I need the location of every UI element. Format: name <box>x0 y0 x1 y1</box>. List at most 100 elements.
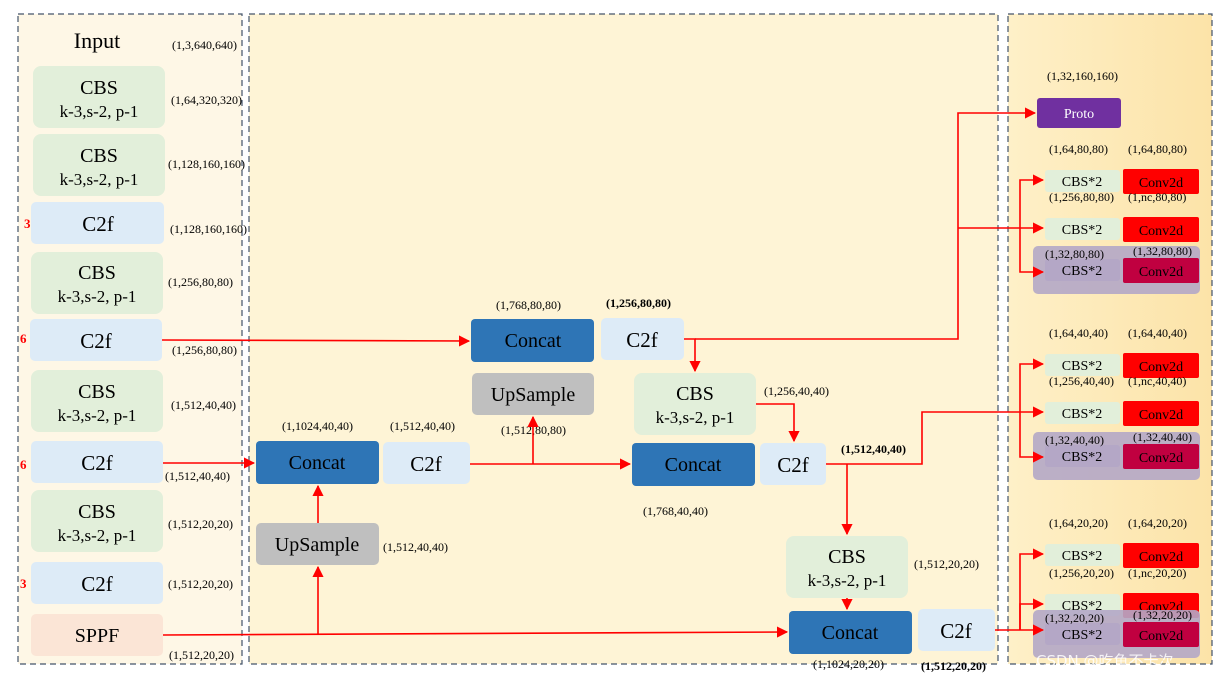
svg-text:C2f: C2f <box>410 452 442 476</box>
backbone-c2f-3-shape: (1,512,40,40) <box>165 469 230 483</box>
neck-cbs-1-shape: (1,256,40,40) <box>764 384 829 398</box>
head-conv2d-box <box>1123 622 1199 647</box>
svg-text:CBS: CBS <box>78 501 116 523</box>
head-cbs-shape: (1,32,20,20) <box>1045 611 1104 625</box>
head-cbs-shape: (1,64,40,40) <box>1049 326 1108 340</box>
arrow-cbs1-to-concat3 <box>756 403 800 443</box>
svg-text:CBS: CBS <box>828 546 866 568</box>
head-cbs-label: CBS*2 <box>1062 628 1102 643</box>
head-group-1-row-2: CBS*2 Conv2d (1,256,80,80) (1,nc,80,80) <box>1045 190 1199 242</box>
backbone-sppf: SPPF <box>31 614 163 656</box>
neck-c2f-1: C2f <box>383 442 470 484</box>
svg-text:UpSample: UpSample <box>275 534 360 556</box>
head-conv2d-shape: (1,64,20,20) <box>1128 516 1187 530</box>
svg-text:CBS: CBS <box>78 262 116 284</box>
head-cbs-box <box>1045 445 1120 467</box>
neck-cbs-2-shape: (1,512,20,20) <box>914 557 979 571</box>
head-conv2d-label: Conv2d <box>1139 224 1183 239</box>
head-cbs-box <box>1045 402 1120 424</box>
svg-text:k-3,s-2, p-1: k-3,s-2, p-1 <box>58 287 137 306</box>
neck-c2f-3-shape: (1,512,40,40) <box>841 442 906 456</box>
head-conv2d-shape: (1,64,40,40) <box>1128 326 1187 340</box>
backbone-c2f-4: C2f <box>31 562 163 604</box>
head-cbs-box <box>1045 354 1120 376</box>
head-conv2d-shape: (1,nc,80,80) <box>1128 190 1186 204</box>
backbone-c2f-1: C2f <box>31 202 164 244</box>
backbone-cbs-1-shape: (1,64,320,320) <box>171 93 242 107</box>
neck-concat-4-shape: (1,1024,20,20) <box>813 657 884 671</box>
head-conv2d-box <box>1123 543 1199 568</box>
svg-text:k-3,s-2, p-1: k-3,s-2, p-1 <box>808 571 887 590</box>
arrow-group2-bot <box>1019 412 1045 463</box>
head-cbs-label: CBS*2 <box>1062 175 1102 190</box>
backbone-cbs-1: CBS k-3,s-2, p-1 <box>33 66 165 128</box>
head-cbs-label: CBS*2 <box>1062 264 1102 279</box>
svg-text:Concat: Concat <box>665 454 722 476</box>
svg-text:Concat: Concat <box>289 452 346 474</box>
neck-upsample-1: UpSample <box>256 523 379 565</box>
watermark: CSDN @吃鱼不卡次 <box>1036 652 1174 670</box>
backbone-c2f-3-repeat: 6 <box>20 457 27 472</box>
svg-text:C2f: C2f <box>940 619 972 643</box>
backbone-cbs-4-shape: (1,512,40,40) <box>171 398 236 412</box>
head-conv2d-shape: (1,32,40,40) <box>1133 430 1192 444</box>
neck-concat-2: Concat <box>471 319 594 362</box>
head-conv2d-shape: (1,32,20,20) <box>1133 608 1192 622</box>
neck-upsample-2: UpSample <box>472 373 594 415</box>
svg-text:UpSample: UpSample <box>491 384 576 406</box>
head-cbs-box <box>1045 170 1120 192</box>
backbone-c2f-1-repeat: 3 <box>24 216 31 231</box>
svg-text:SPPF: SPPF <box>75 625 120 647</box>
neck-concat-2-shape: (1,768,80,80) <box>496 298 561 312</box>
backbone-c2f-4-repeat: 3 <box>20 576 27 591</box>
arrow-group1-top <box>1019 174 1045 228</box>
arrow-c2f2-to-proto <box>695 107 1037 340</box>
arrow-group3-mid <box>1019 598 1045 630</box>
neck-c2f-4: C2f <box>918 609 995 651</box>
head-cbs-box <box>1045 218 1120 240</box>
neck-concat-3: Concat <box>632 443 755 486</box>
head-cbs-shape: (1,64,20,20) <box>1049 516 1108 530</box>
neck-c2f-2: C2f <box>601 318 684 360</box>
arrow-group1-bot <box>1019 228 1045 278</box>
svg-text:k-3,s-2, p-1: k-3,s-2, p-1 <box>60 170 139 189</box>
svg-text:C2f: C2f <box>80 329 112 353</box>
arrow-sppf-to-concat4 <box>162 626 789 638</box>
proto-block: Proto <box>1037 98 1121 128</box>
head-conv2d-shape: (1,64,80,80) <box>1128 142 1187 156</box>
head-cbs-label: CBS*2 <box>1062 549 1102 564</box>
svg-text:k-3,s-2, p-1: k-3,s-2, p-1 <box>58 526 137 545</box>
head-conv2d-box <box>1123 258 1199 283</box>
neck-cbs-2: CBS k-3,s-2, p-1 <box>786 536 908 598</box>
head-cbs-shape: (1,32,80,80) <box>1045 247 1104 261</box>
proto-shape: (1,32,160,160) <box>1047 69 1118 83</box>
backbone-cbs-2: CBS k-3,s-2, p-1 <box>33 134 165 196</box>
head-conv2d-box <box>1123 401 1199 426</box>
svg-text:k-3,s-2, p-1: k-3,s-2, p-1 <box>58 406 137 425</box>
svg-text:Proto: Proto <box>1064 107 1094 122</box>
head-cbs-label: CBS*2 <box>1062 223 1102 238</box>
head-conv2d-label: Conv2d <box>1139 629 1183 644</box>
head-conv2d-shape: (1,nc,40,40) <box>1128 374 1186 388</box>
head-conv2d-shape: (1,nc,20,20) <box>1128 566 1186 580</box>
neck-concat-3-shape: (1,768,40,40) <box>643 504 708 518</box>
arrow-c2f3-to-group2 <box>826 411 1020 465</box>
head-conv2d-box <box>1123 444 1199 469</box>
neck-c2f-1-shape: (1,512,40,40) <box>390 419 455 433</box>
head-cbs-box <box>1045 544 1120 566</box>
head-cbs-shape: (1,256,80,80) <box>1049 190 1114 204</box>
backbone-cbs-2-shape: (1,128,160,160) <box>168 157 245 171</box>
input-label: Input <box>74 28 120 53</box>
head-conv2d-label: Conv2d <box>1139 176 1183 191</box>
head-cbs-label: CBS*2 <box>1062 450 1102 465</box>
head-conv2d-box <box>1123 169 1199 194</box>
svg-text:CBS: CBS <box>78 381 116 403</box>
backbone-c2f-1-shape: (1,128,160,160) <box>170 222 247 236</box>
